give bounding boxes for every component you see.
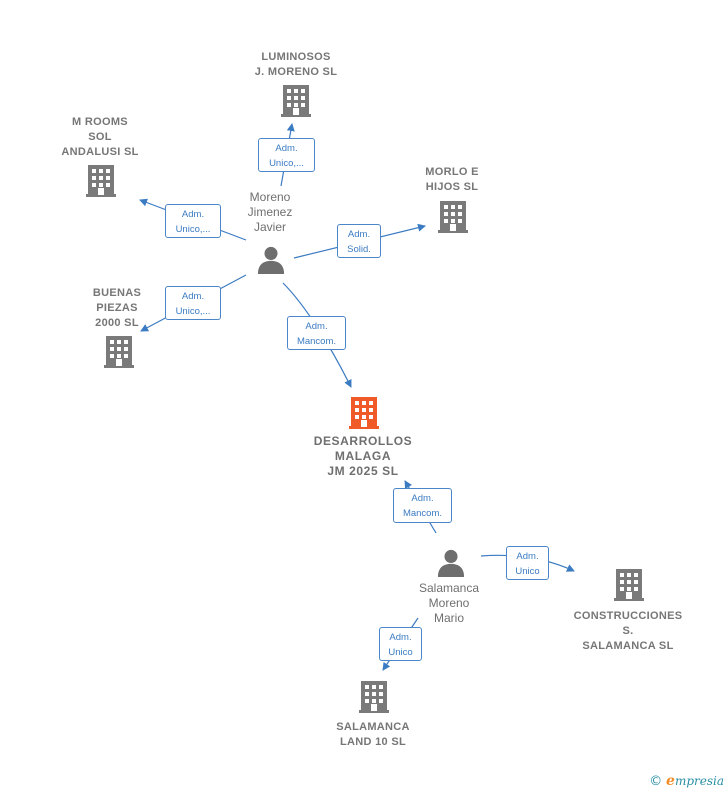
person-icon[interactable] <box>257 246 285 274</box>
person-label-moreno[interactable]: Moreno Jimenez Javier <box>247 190 293 234</box>
building-icon[interactable] <box>359 681 389 713</box>
company-label-luminosos[interactable]: LUMINOSOS J. MORENO SL <box>254 51 338 78</box>
brand-initial: e <box>666 773 675 789</box>
building-icon[interactable] <box>614 569 644 601</box>
person-icon[interactable] <box>437 549 465 577</box>
building-icon[interactable] <box>281 85 311 117</box>
company-label-salamanca_land[interactable]: SALAMANCA LAND 10 SL <box>336 721 410 748</box>
company-label-construcciones[interactable]: CONSTRUCCIONES S. SALAMANCA SL <box>573 610 683 652</box>
edge-label-salamanca-construcciones[interactable]: Adm. Unico <box>506 546 549 580</box>
company-label-mrooms[interactable]: M ROOMS SOL ANDALUSI SL <box>61 116 139 158</box>
brand-name: mpresia <box>674 774 724 788</box>
company-label-morlo[interactable]: MORLO E HIJOS SL <box>425 166 479 193</box>
person-label-salamanca[interactable]: Salamanca Moreno Mario <box>418 581 480 625</box>
building-icon[interactable] <box>86 165 116 197</box>
brand-footer: © empresia <box>649 773 724 789</box>
edge-label-salamanca-salamanca_land[interactable]: Adm. Unico <box>379 627 422 661</box>
edge-label-moreno-mrooms[interactable]: Adm. Unico,... <box>165 204 221 238</box>
copyright-icon: © <box>649 774 663 789</box>
edge-label-salamanca-desarrollos[interactable]: Adm. Mancom. <box>393 488 452 523</box>
company-label-buenas[interactable]: BUENAS PIEZAS 2000 SL <box>92 287 142 329</box>
edge-label-moreno-buenas[interactable]: Adm. Unico,... <box>165 286 221 320</box>
edge-label-moreno-luminosos[interactable]: Adm. Unico,... <box>258 138 315 172</box>
building-icon[interactable] <box>104 336 134 368</box>
building-icon[interactable] <box>438 201 468 233</box>
company-label-desarrollos[interactable]: DESARROLLOS MALAGA JM 2025 SL <box>313 434 413 478</box>
edge-label-moreno-desarrollos[interactable]: Adm. Mancom. <box>287 316 346 350</box>
building-icon[interactable] <box>349 397 379 429</box>
edge-label-moreno-morlo[interactable]: Adm. Solid. <box>337 224 381 258</box>
